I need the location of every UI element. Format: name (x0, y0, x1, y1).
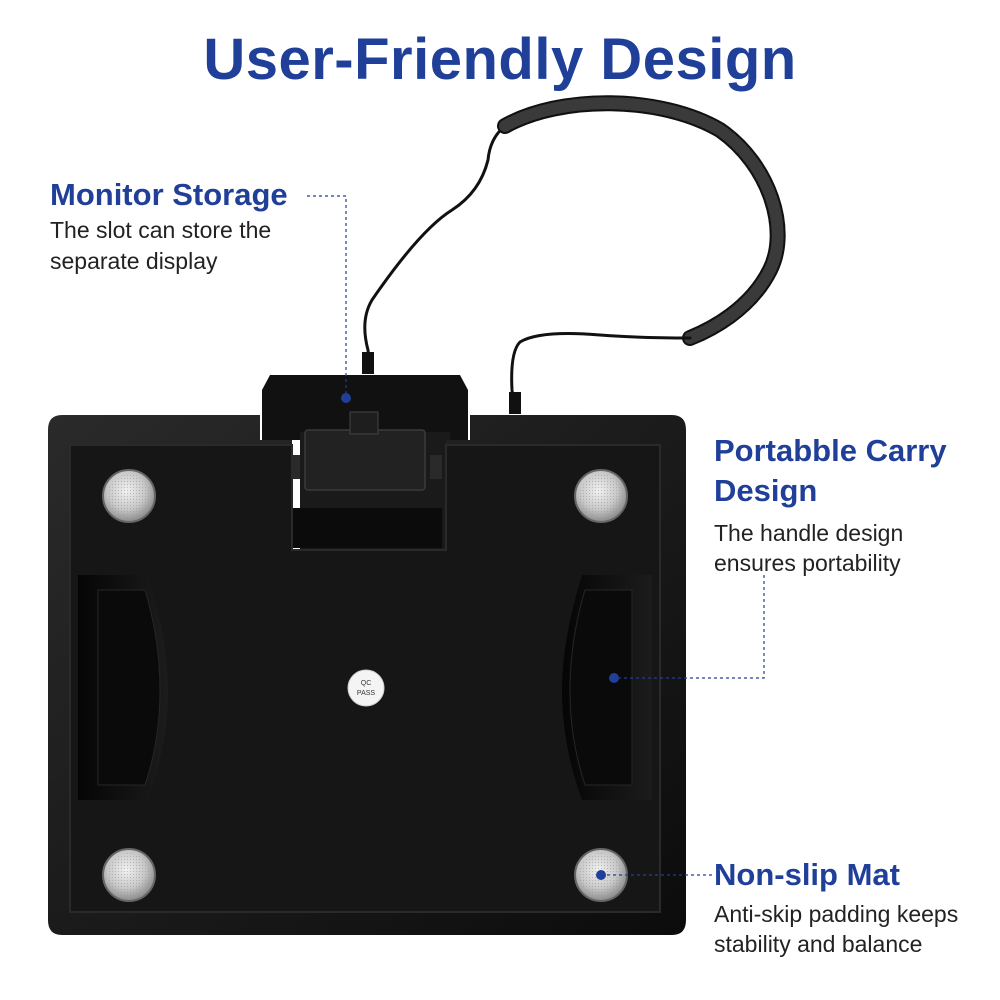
qc-pass-sticker: QC PASS (347, 669, 385, 707)
qc-label-line2: PASS (357, 690, 375, 697)
carry-handle-left (78, 575, 168, 800)
callout-dot-handle (609, 673, 619, 683)
callout-line-handle (616, 575, 765, 679)
feature-title-portable-carry-line1: Portabble Carry (714, 433, 947, 468)
feature-title-non-slip-mat: Non-slip Mat (714, 857, 900, 892)
qc-label-line1: QC (361, 680, 372, 687)
callout-dot-monitor (341, 393, 351, 403)
feature-desc-portable-carry-line1: The handle design (714, 520, 904, 546)
feature-desc-monitor-storage-line2: separate display (50, 248, 218, 274)
feature-title-portable-carry-line2: Design (714, 473, 818, 508)
monitor-storage-slot (262, 375, 468, 550)
page-title: User-Friendly Design (203, 27, 797, 92)
callout-line-monitor (307, 195, 347, 396)
non-slip-feet (102, 469, 628, 902)
feature-desc-monitor-storage-line1: The slot can store the (50, 217, 272, 243)
callout-dot-mat (596, 870, 606, 880)
feature-title-monitor-storage: Monitor Storage (50, 177, 288, 212)
feature-desc-portable-carry-line2: ensures portability (714, 550, 901, 576)
coiled-cable (362, 95, 786, 414)
feature-desc-non-slip-mat-line1: Anti-skip padding keeps (714, 901, 959, 927)
callout-dots (341, 393, 619, 880)
feature-desc-non-slip-mat-line2: stability and balance (714, 931, 923, 957)
callout-lines (307, 195, 765, 876)
carry-handle-right (562, 575, 652, 800)
